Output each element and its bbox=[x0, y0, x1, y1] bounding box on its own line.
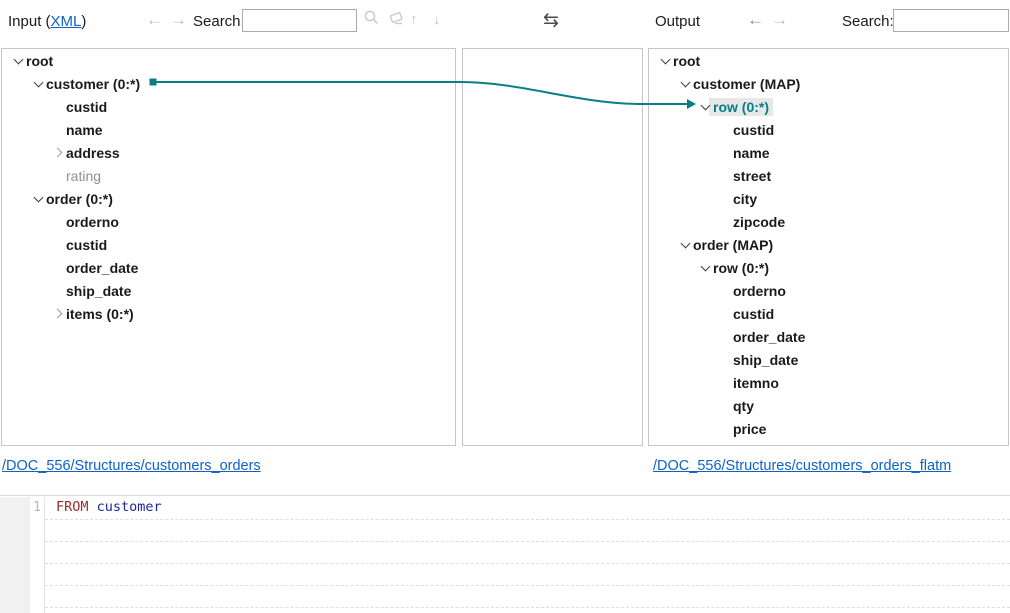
code-line[interactable]: FROM customer bbox=[56, 499, 162, 515]
input-search-field[interactable] bbox=[242, 9, 357, 32]
output-panel-title: Output bbox=[655, 13, 701, 30]
tree-node-ship-date[interactable]: ship_date bbox=[649, 348, 1008, 371]
no-chevron bbox=[717, 348, 733, 371]
input-schema-tree: root customer (0:*) custid name address … bbox=[1, 48, 456, 446]
tree-node-customer-map[interactable]: customer (MAP) bbox=[649, 72, 1008, 95]
input-back-icon[interactable]: ← bbox=[146, 10, 163, 29]
chevron-down-icon[interactable] bbox=[30, 72, 46, 95]
tree-node-items[interactable]: items (0:*) bbox=[2, 302, 455, 325]
tree-node-price[interactable]: price bbox=[649, 417, 1008, 440]
tree-node-order-date[interactable]: order_date bbox=[2, 256, 455, 279]
tree-node-rating[interactable]: rating bbox=[2, 164, 455, 187]
tree-node-custid[interactable]: custid bbox=[2, 233, 455, 256]
chevron-down-icon[interactable] bbox=[657, 49, 673, 72]
no-chevron bbox=[50, 233, 66, 256]
input-forward-icon[interactable]: → bbox=[170, 10, 187, 29]
swap-input-output-icon[interactable]: ⇆ bbox=[543, 10, 559, 31]
tree-node-order-map[interactable]: order (MAP) bbox=[649, 233, 1008, 256]
chevron-right-icon[interactable] bbox=[50, 141, 66, 164]
no-chevron bbox=[717, 141, 733, 164]
input-panel-title: Input (XML) bbox=[8, 13, 87, 30]
tree-node-order[interactable]: order (0:*) bbox=[2, 187, 455, 210]
no-chevron bbox=[717, 187, 733, 210]
row-separator bbox=[45, 607, 1010, 608]
chevron-down-icon[interactable] bbox=[10, 49, 26, 72]
no-chevron bbox=[717, 325, 733, 348]
no-chevron bbox=[50, 256, 66, 279]
no-chevron bbox=[717, 164, 733, 187]
no-chevron bbox=[717, 371, 733, 394]
tree-node-orderno[interactable]: orderno bbox=[2, 210, 455, 233]
chevron-down-icon[interactable] bbox=[30, 187, 46, 210]
no-chevron bbox=[50, 164, 66, 187]
chevron-down-icon[interactable] bbox=[677, 72, 693, 95]
tree-node-row-selected[interactable]: row (0:*) bbox=[649, 95, 1008, 118]
row-separator bbox=[45, 585, 1010, 586]
no-chevron bbox=[50, 210, 66, 233]
tree-node-qty[interactable]: qty bbox=[649, 394, 1008, 417]
tree-node-customer[interactable]: customer (0:*) bbox=[2, 72, 455, 95]
output-back-icon[interactable]: ← bbox=[747, 10, 764, 29]
output-forward-icon[interactable]: → bbox=[771, 10, 788, 29]
chevron-down-icon[interactable] bbox=[697, 256, 713, 279]
expression-editor[interactable]: 1 FROM customer bbox=[0, 495, 1010, 613]
search-next-icon[interactable]: ↓ bbox=[433, 11, 441, 28]
editor-gutter bbox=[0, 497, 30, 613]
tree-node-city[interactable]: city bbox=[649, 187, 1008, 210]
search-prev-icon[interactable]: ↑ bbox=[410, 11, 418, 28]
tree-node-orderno[interactable]: orderno bbox=[649, 279, 1008, 302]
chevron-right-icon[interactable] bbox=[50, 302, 66, 325]
chevron-down-icon[interactable] bbox=[677, 233, 693, 256]
no-chevron bbox=[717, 394, 733, 417]
tree-node-address[interactable]: address bbox=[2, 141, 455, 164]
identifier-token: customer bbox=[96, 499, 162, 515]
no-chevron bbox=[717, 210, 733, 233]
tree-node-row[interactable]: row (0:*) bbox=[649, 256, 1008, 279]
output-structure-path-link[interactable]: /DOC_556/Structures/customers_orders_fla… bbox=[653, 458, 952, 474]
tree-node-root[interactable]: root bbox=[649, 49, 1008, 72]
gutter-separator bbox=[44, 497, 45, 613]
row-separator bbox=[45, 519, 1010, 520]
keyword-token: FROM bbox=[56, 499, 89, 515]
no-chevron bbox=[50, 118, 66, 141]
tree-node-name[interactable]: name bbox=[2, 118, 455, 141]
no-chevron bbox=[717, 279, 733, 302]
mapping-canvas[interactable] bbox=[462, 48, 643, 446]
tree-node-custid[interactable]: custid bbox=[2, 95, 455, 118]
no-chevron bbox=[50, 95, 66, 118]
row-separator bbox=[45, 541, 1010, 542]
tree-node-street[interactable]: street bbox=[649, 164, 1008, 187]
tree-node-itemno[interactable]: itemno bbox=[649, 371, 1008, 394]
tree-node-custid[interactable]: custid bbox=[649, 302, 1008, 325]
no-chevron bbox=[717, 302, 733, 325]
tree-node-zipcode[interactable]: zipcode bbox=[649, 210, 1008, 233]
output-search-label: Search: bbox=[842, 13, 894, 30]
row-separator bbox=[45, 563, 1010, 564]
tree-node-name[interactable]: name bbox=[649, 141, 1008, 164]
input-search-label: Search: bbox=[193, 13, 245, 30]
tree-node-custid[interactable]: custid bbox=[649, 118, 1008, 141]
output-schema-tree: root customer (MAP) row (0:*) custid nam… bbox=[648, 48, 1009, 446]
tree-node-order-date[interactable]: order_date bbox=[649, 325, 1008, 348]
tree-node-root[interactable]: root bbox=[2, 49, 455, 72]
line-number: 1 bbox=[33, 500, 41, 515]
output-search-field[interactable] bbox=[893, 9, 1009, 32]
input-structure-path-link[interactable]: /DOC_556/Structures/customers_orders bbox=[2, 458, 261, 474]
clear-search-eraser-icon[interactable] bbox=[387, 9, 405, 30]
xml-format-link[interactable]: XML bbox=[50, 13, 82, 30]
tree-node-ship-date[interactable]: ship_date bbox=[2, 279, 455, 302]
no-chevron bbox=[717, 417, 733, 440]
no-chevron bbox=[50, 279, 66, 302]
search-icon[interactable] bbox=[363, 9, 380, 30]
no-chevron bbox=[717, 118, 733, 141]
